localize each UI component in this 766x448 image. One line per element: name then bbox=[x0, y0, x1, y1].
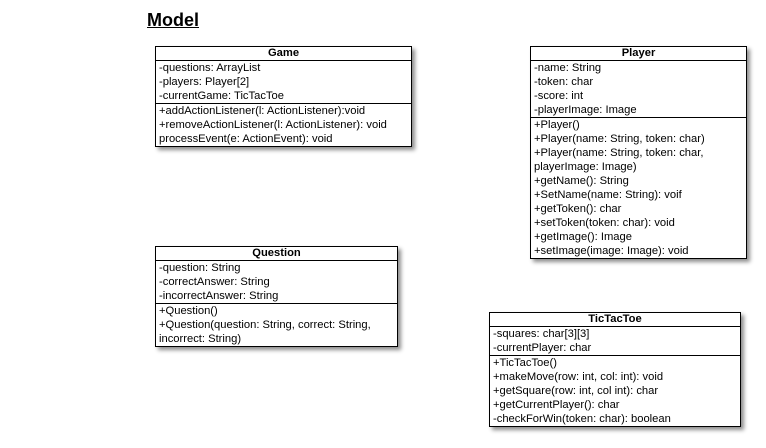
operation: +removeActionListener(l: ActionListener)… bbox=[159, 119, 387, 131]
class-name: Game bbox=[156, 47, 411, 61]
attribute: -incorrectAnswer: String bbox=[159, 290, 279, 302]
attribute: -squares: char[3][3] bbox=[493, 328, 590, 340]
attribute: -players: Player[2] bbox=[159, 76, 250, 88]
operation: +SetName(name: String): voif bbox=[534, 189, 682, 201]
attribute: -playerImage: Image bbox=[534, 104, 637, 116]
operation: +setToken(token: char): void bbox=[534, 217, 675, 229]
operation-section: +TicTacToe() +makeMove(row: int, col: in… bbox=[490, 356, 740, 426]
class-name: Question bbox=[156, 247, 397, 261]
operation: +getName(): String bbox=[534, 175, 629, 187]
operation-section: +addActionListener(l: ActionListener):vo… bbox=[156, 104, 411, 146]
operation: -checkForWin(token: char): boolean bbox=[493, 413, 671, 425]
class-tictactoe[interactable]: TicTacToe -squares: char[3][3] -currentP… bbox=[489, 312, 741, 427]
operation: +getSquare(row: int, col int): char bbox=[493, 385, 659, 397]
operation: +Question(question: String, correct: Str… bbox=[159, 319, 371, 331]
attribute-section: -questions: ArrayList -players: Player[2… bbox=[156, 61, 411, 104]
operation-section: +Question() +Question(question: String, … bbox=[156, 304, 397, 346]
class-name: Player bbox=[531, 47, 746, 61]
operation: playerImage: Image) bbox=[534, 161, 637, 173]
operation: incorrect: String) bbox=[159, 333, 242, 345]
class-question[interactable]: Question -question: String -correctAnswe… bbox=[155, 246, 398, 347]
operation: +Player() bbox=[534, 119, 580, 131]
operation: +getToken(): char bbox=[534, 203, 622, 215]
attribute: -token: char bbox=[534, 76, 594, 88]
operation: +getCurrentPlayer(): char bbox=[493, 399, 620, 411]
attribute: -questions: ArrayList bbox=[159, 62, 261, 74]
attribute: -question: String bbox=[159, 262, 241, 274]
operation: +setImage(image: Image): void bbox=[534, 245, 689, 257]
attribute-section: -name: String -token: char -score: int -… bbox=[531, 61, 746, 118]
operation: +Player(name: String, token: char, bbox=[534, 147, 704, 159]
attribute-section: -squares: char[3][3] -currentPlayer: cha… bbox=[490, 327, 740, 356]
attribute: -score: int bbox=[534, 90, 584, 102]
class-game[interactable]: Game -questions: ArrayList -players: Pla… bbox=[155, 46, 412, 147]
operation: +getImage(): Image bbox=[534, 231, 632, 243]
operation: +Player(name: String, token: char) bbox=[534, 133, 705, 145]
attribute: -correctAnswer: String bbox=[159, 276, 270, 288]
operation-section: +Player() +Player(name: String, token: c… bbox=[531, 118, 746, 258]
operation: processEvent(e: ActionEvent): void bbox=[159, 133, 333, 145]
class-player[interactable]: Player -name: String -token: char -score… bbox=[530, 46, 747, 259]
operation: +addActionListener(l: ActionListener):vo… bbox=[159, 105, 366, 117]
operation: +makeMove(row: int, col: int): void bbox=[493, 371, 664, 383]
diagram-title: Model bbox=[147, 10, 199, 30]
operation: +Question() bbox=[159, 305, 218, 317]
attribute: -name: String bbox=[534, 62, 602, 74]
operation: +TicTacToe() bbox=[493, 357, 557, 369]
attribute-section: -question: String -correctAnswer: String… bbox=[156, 261, 397, 304]
class-name: TicTacToe bbox=[490, 313, 740, 327]
attribute: -currentGame: TicTacToe bbox=[159, 90, 284, 102]
attribute: -currentPlayer: char bbox=[493, 342, 592, 354]
